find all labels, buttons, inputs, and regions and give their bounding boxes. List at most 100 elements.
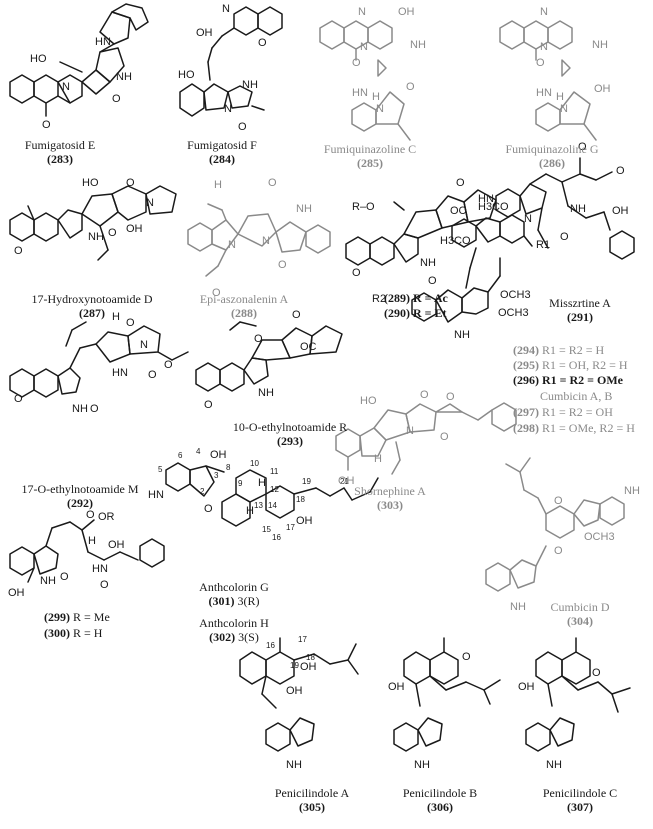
- atom-label-n: N: [524, 213, 532, 225]
- compound-name: Penicilindole C: [542, 786, 618, 800]
- substituent-text: R1 = R2 = H: [542, 343, 605, 357]
- stereo-config: 3(R): [237, 594, 260, 608]
- atom-label-nh: NH: [420, 257, 436, 269]
- atom-label-och3: OCH3: [498, 307, 529, 319]
- atom-label-h: H: [258, 477, 266, 489]
- compound-label-288: Epi-aszonalenin A (288): [200, 292, 288, 320]
- atom-label-o: O: [60, 571, 69, 583]
- atom-label-o: O: [578, 141, 587, 153]
- compound-number-config: (302) 3(S): [209, 630, 259, 644]
- atom-label-nh: NH: [88, 231, 104, 243]
- compound-number: (299): [44, 610, 70, 624]
- atom-label-nh: NH: [510, 601, 526, 613]
- structure-294-298: H3CO H3CO R2 R1 OCH3 OCH3 HN NH: [372, 193, 550, 341]
- compound-number: (290): [384, 306, 410, 320]
- atom-label-o: O: [126, 177, 135, 189]
- atom-label-n: N: [228, 239, 236, 251]
- compound-name: Cumbicin D: [550, 600, 610, 614]
- num-14: 14: [268, 501, 277, 510]
- substituent-289: (289) R = Ac: [384, 291, 448, 305]
- compound-number: (287): [78, 306, 105, 320]
- num-9: 9: [238, 479, 243, 488]
- num-18: 18: [296, 495, 305, 504]
- atom-label-oh: OH: [398, 6, 415, 18]
- atom-label-hn: HN: [352, 87, 368, 99]
- compound-name: Fumigatosid F: [187, 138, 257, 152]
- atom-label-o: O: [238, 121, 247, 133]
- atom-label-o: O: [428, 275, 437, 287]
- atom-label-h: H: [88, 535, 96, 547]
- atom-label-o: O: [352, 267, 361, 279]
- structure-287: HO O O NH N OH O: [9, 177, 177, 261]
- atom-label-o: O: [268, 177, 277, 189]
- num-16: 16: [266, 641, 275, 650]
- atom-label-ho: HO: [360, 395, 377, 407]
- compound-number: (297): [513, 405, 539, 419]
- atom-label-o: O: [90, 403, 99, 415]
- substituent-300: (300) R = H: [44, 626, 102, 640]
- compound-name: Anthcolorin G: [199, 580, 269, 594]
- atom-label-oc: OC: [300, 341, 317, 353]
- atom-label-n: N: [222, 3, 230, 15]
- num-12: 12: [270, 485, 279, 494]
- compound-label-283: Fumigatosid E (283): [25, 138, 95, 166]
- atom-label-o: O: [560, 231, 569, 243]
- atom-label-o: O: [420, 389, 429, 401]
- atom-label-n: N: [560, 103, 568, 115]
- structure-284: N OH HO NH N O O: [178, 3, 283, 133]
- atom-label-h: H: [372, 91, 380, 103]
- num-11: 11: [270, 467, 279, 476]
- compound-name: Fumiquinazoline G: [505, 142, 599, 156]
- atom-label-o: O: [536, 57, 545, 69]
- compound-name: 17-O-ethylnotoamide M: [21, 482, 139, 496]
- atom-label-o: O: [42, 119, 51, 131]
- cumbicin-entry-296: (296) R1 = R2 = OMe: [513, 373, 623, 387]
- compound-number: (286): [539, 156, 565, 170]
- atom-label-oh: OH: [196, 27, 213, 39]
- compound-name: Fumiquinazoline C: [323, 142, 417, 156]
- structure-288: H O NH N N O O: [187, 177, 331, 299]
- compound-number: (307): [566, 800, 593, 814]
- atom-label-o: O: [100, 579, 109, 591]
- compound-number: (295): [513, 358, 539, 372]
- atom-label-oh: OH: [612, 205, 629, 217]
- compound-name: Epi-aszonalenin A: [199, 292, 289, 306]
- atom-label-oh: OH: [594, 83, 611, 95]
- num-19: 19: [302, 477, 311, 486]
- atom-label-o: O: [204, 503, 213, 515]
- structure-304: O O OCH3 NH NH: [485, 457, 640, 613]
- atom-label-oh: OH: [210, 449, 227, 461]
- atom-label-nh: NH: [414, 759, 430, 771]
- num-13: 13: [254, 501, 263, 510]
- atom-label-nh: NH: [242, 79, 258, 91]
- atom-label-hn: HN: [92, 563, 108, 575]
- cumbicin-entry-298: (298) R1 = OMe, R2 = H: [513, 421, 635, 435]
- structure-299-300: OR O H OH HN O NH O OH: [8, 509, 165, 599]
- substituent-299: (299) R = Me: [44, 610, 110, 624]
- structure-293: O O OC NH O: [195, 309, 343, 411]
- atom-label-n: N: [540, 6, 548, 18]
- atom-label-h: H: [112, 311, 120, 323]
- atom-label-nh: NH: [410, 39, 426, 51]
- atom-label-och3: OCH3: [584, 531, 615, 543]
- compound-number: (298): [513, 421, 539, 435]
- compound-name: Anthcolorin H: [199, 616, 269, 630]
- atom-label-h3co: H3CO: [440, 235, 471, 247]
- atom-label-o: O: [278, 259, 287, 271]
- atom-label-ho: HO: [30, 53, 47, 65]
- compound-number: (300): [44, 626, 70, 640]
- num-19: 19: [290, 661, 299, 670]
- atom-label-h: H: [214, 179, 222, 191]
- atom-label-o: O: [164, 359, 173, 371]
- num-18: 18: [306, 653, 315, 662]
- compound-label-293: 10-O-ethylnotoamide R (293): [233, 420, 347, 448]
- stereo-config: 3(S): [238, 630, 259, 644]
- atom-label-or: OR: [98, 511, 115, 523]
- atom-label-o: O: [258, 37, 267, 49]
- compound-number: (285): [356, 156, 383, 170]
- atom-label-ho: HO: [82, 177, 99, 189]
- atom-label-o: O: [462, 651, 471, 663]
- atom-label-n: N: [146, 197, 154, 209]
- atom-label-oh: OH: [296, 515, 313, 527]
